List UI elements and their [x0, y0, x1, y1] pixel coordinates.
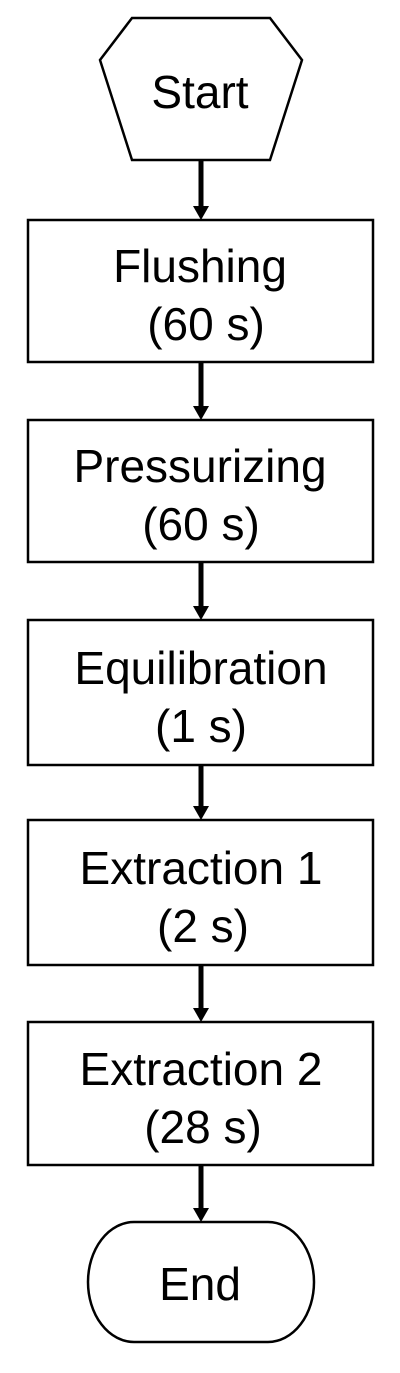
step-box: [26, 1020, 375, 1167]
step-extraction-2: Extraction 2 (28 s): [26, 1020, 375, 1167]
step-box: [26, 618, 375, 767]
connector-start-to-flushing: [193, 160, 209, 220]
start-hexagon-shape: [98, 16, 304, 162]
connector-extraction-1-to-extraction-2: [193, 965, 209, 1022]
end-node: End: [86, 1220, 316, 1344]
arrowhead: [193, 806, 209, 820]
arrowhead: [193, 1008, 209, 1022]
arrowhead: [193, 406, 209, 420]
step-pressurizing: Pressurizing (60 s): [26, 418, 375, 564]
step-equilibration: Equilibration (1 s): [26, 618, 375, 767]
step-flushing: Flushing (60 s): [26, 218, 375, 364]
connector-flushing-to-pressurizing: [193, 362, 209, 420]
step-box: [26, 218, 375, 364]
step-box: [26, 818, 375, 967]
connector-pressurizing-to-equilibration: [193, 562, 209, 620]
end-terminal-shape: [86, 1220, 316, 1344]
step-name: Extraction 2: [80, 1043, 323, 1095]
step-name: Equilibration: [74, 642, 327, 694]
arrowhead: [193, 606, 209, 620]
arrowhead: [193, 1208, 209, 1222]
step-duration: (60 s): [147, 298, 265, 350]
connector-extraction-2-to-end: [193, 1165, 209, 1222]
arrowhead: [193, 206, 209, 220]
step-name: Extraction 1: [80, 842, 323, 894]
step-duration: (2 s): [157, 900, 249, 952]
step-duration: (28 s): [144, 1101, 262, 1153]
step-name: Pressurizing: [73, 440, 326, 492]
step-box: [26, 418, 375, 564]
step-extraction-1: Extraction 1 (2 s): [26, 818, 375, 967]
start-node: Start: [98, 16, 304, 162]
end-label: End: [159, 1258, 241, 1310]
step-duration: (60 s): [142, 498, 260, 550]
connector-equilibration-to-extraction-1: [193, 765, 209, 820]
step-name: Flushing: [113, 240, 287, 292]
start-label: Start: [151, 66, 248, 118]
step-duration: (1 s): [155, 700, 247, 752]
